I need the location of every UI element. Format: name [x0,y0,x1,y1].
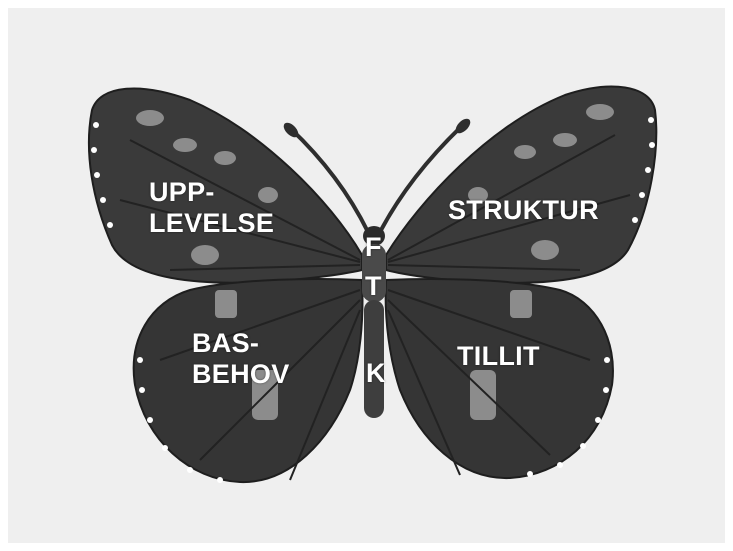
label-bas: BAS- [192,328,290,359]
label-f: F [365,234,382,261]
label-bas-behov: BAS- BEHOV [192,328,290,390]
label-upp-levelse: UPP- LEVELSE [149,177,274,239]
label-behov: BEHOV [192,359,290,390]
label-tillit: TILLIT [457,341,540,372]
lower-right-wing [386,279,613,478]
label-upp: UPP- [149,177,274,208]
label-t: T [365,273,382,300]
label-struktur: STRUKTUR [448,195,599,226]
label-k: K [366,360,386,387]
upper-right-wing [386,87,656,283]
label-levelse: LEVELSE [149,208,274,239]
